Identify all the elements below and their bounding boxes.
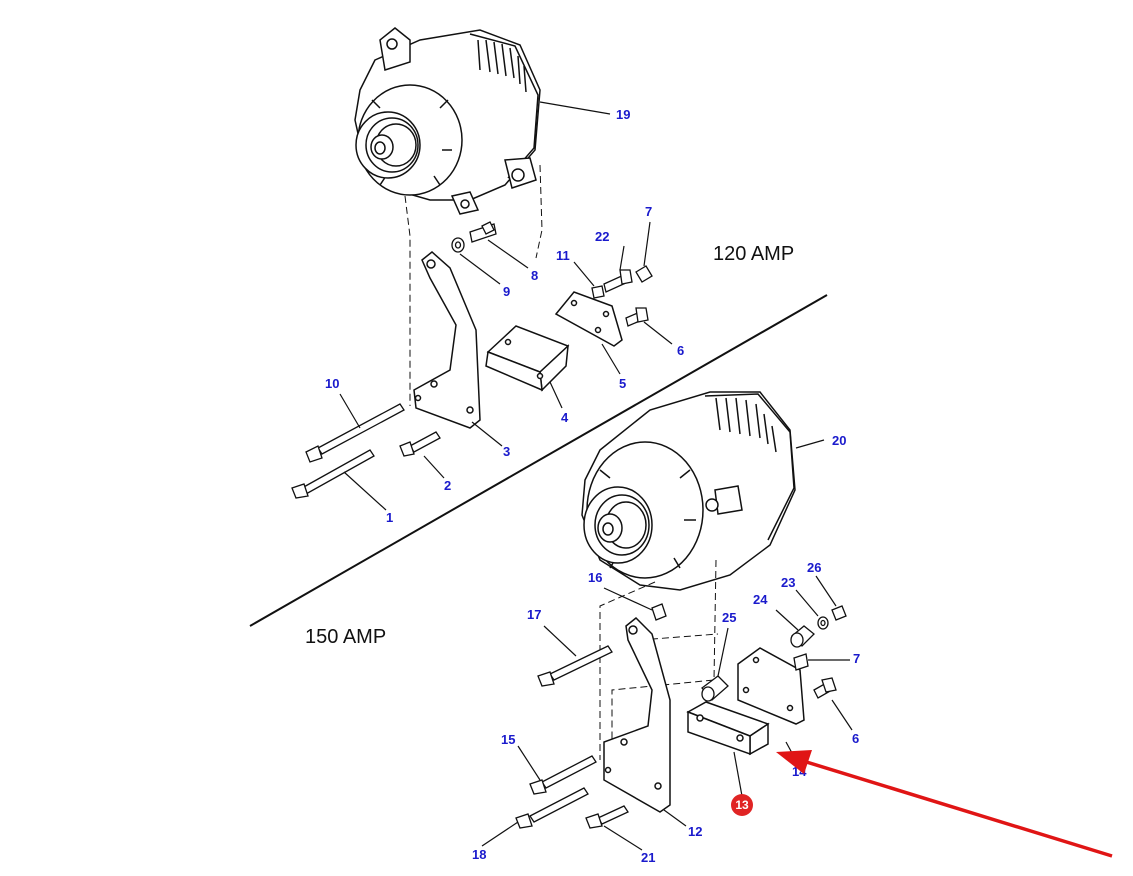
alignment-dashes-top xyxy=(404,164,543,406)
part-label: 5 xyxy=(619,376,626,391)
highlight-badge-label: 13 xyxy=(735,798,749,812)
part-label: 17 xyxy=(527,607,541,622)
part-label: 21 xyxy=(641,850,655,865)
part-label: 19 xyxy=(616,107,630,122)
part-label: 4 xyxy=(561,410,569,425)
part-label: 3 xyxy=(503,444,510,459)
part-label: 16 xyxy=(588,570,602,585)
part-label: 26 xyxy=(807,560,821,575)
bracket-3 xyxy=(413,251,481,429)
highlight-badge xyxy=(731,794,753,816)
part-label: 2 xyxy=(444,478,451,493)
section-title-120-amp: 120 AMP xyxy=(713,243,794,265)
hardware-bottom xyxy=(515,603,847,829)
plate-14 xyxy=(737,647,805,725)
highlighted-part-13[interactable]: 13 xyxy=(731,794,753,816)
bracket-12 xyxy=(603,616,671,813)
alternator-150-amp xyxy=(581,391,796,591)
part-label: 23 xyxy=(781,575,795,590)
part-label: 9 xyxy=(503,284,510,299)
part-label: 12 xyxy=(688,824,702,839)
part-label: 7 xyxy=(645,204,652,219)
part-label: 11 xyxy=(556,248,570,263)
part-label: 6 xyxy=(677,343,684,358)
part-label: 1 xyxy=(386,510,393,525)
part-label: 8 xyxy=(531,268,538,283)
red-pointer-arrow xyxy=(776,750,1113,858)
part-label: 24 xyxy=(753,592,768,607)
plate-5 xyxy=(554,291,623,347)
section-divider xyxy=(249,294,828,627)
part-label: 7 xyxy=(853,651,860,666)
part-label: 25 xyxy=(722,610,736,625)
part-label: 22 xyxy=(595,229,609,244)
part-label: 10 xyxy=(325,376,339,391)
spacer-block-4 xyxy=(485,325,570,392)
part-label: 15 xyxy=(501,732,515,747)
alternator-120-amp xyxy=(354,27,541,215)
leader-lines xyxy=(339,101,853,851)
block-13 xyxy=(686,701,770,756)
part-label: 20 xyxy=(832,433,846,448)
part-label: 6 xyxy=(852,731,859,746)
part-labels: 1 2 3 4 5 6 7 8 9 10 11 22 19 20 16 17 1… xyxy=(325,107,860,865)
section-title-150-amp: 150 AMP xyxy=(305,626,386,648)
part-label: 18 xyxy=(472,847,486,862)
hardware-top xyxy=(291,221,653,499)
